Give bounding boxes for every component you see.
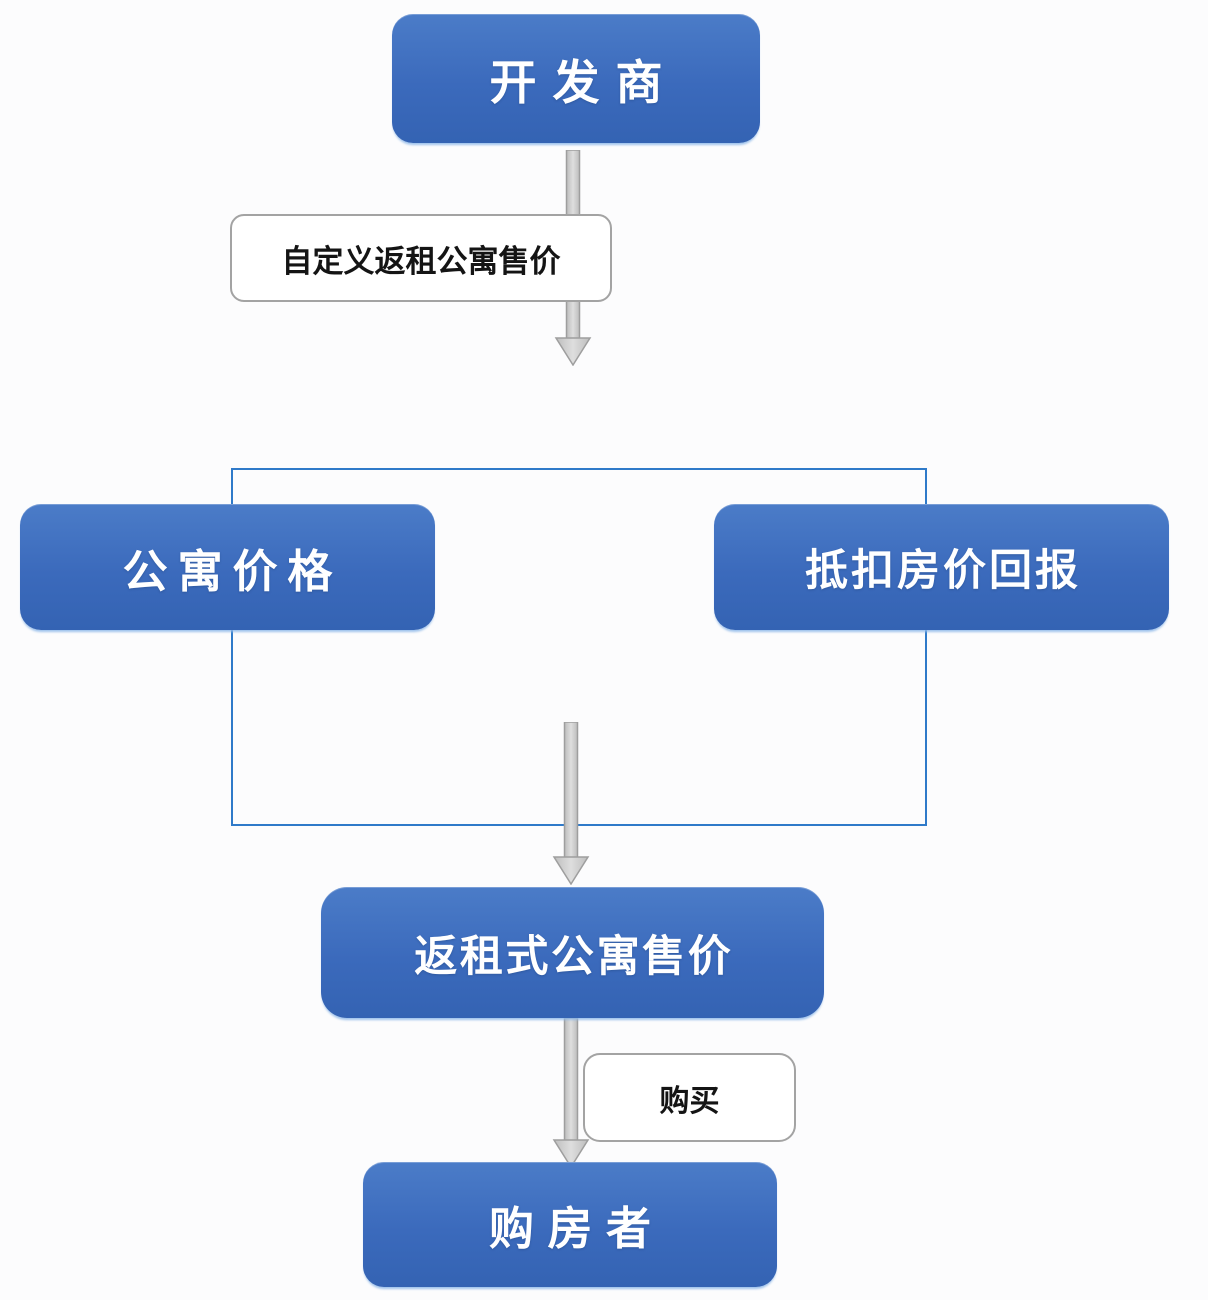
- edge-label-purchase: 购买: [583, 1053, 796, 1142]
- arrow-prices-to-leaseback-icon: [552, 722, 590, 885]
- edge-label-custom-price: 自定义返租公寓售价: [230, 214, 612, 302]
- node-apartment-price: 公寓价格: [20, 504, 435, 630]
- node-developer-label: 开发商: [489, 58, 679, 110]
- node-leaseback-sale-price: 返租式公寓售价: [321, 887, 824, 1018]
- node-home-buyer-label: 购房者: [488, 1204, 665, 1254]
- node-deduction-return-label: 抵扣房价回报: [804, 548, 1082, 595]
- edge-label-purchase-text: 购买: [659, 1084, 720, 1118]
- node-home-buyer: 购房者: [363, 1162, 777, 1287]
- node-apartment-price-label: 公寓价格: [122, 546, 343, 597]
- edge-label-custom-price-text: 自定义返租公寓售价: [281, 243, 561, 279]
- arrow-leaseback-to-buyer-icon: [552, 1018, 590, 1168]
- node-deduction-return: 抵扣房价回报: [714, 504, 1169, 630]
- node-leaseback-sale-price-label: 返租式公寓售价: [414, 933, 734, 981]
- node-developer: 开发商: [392, 14, 760, 143]
- connector-frame: [231, 468, 927, 826]
